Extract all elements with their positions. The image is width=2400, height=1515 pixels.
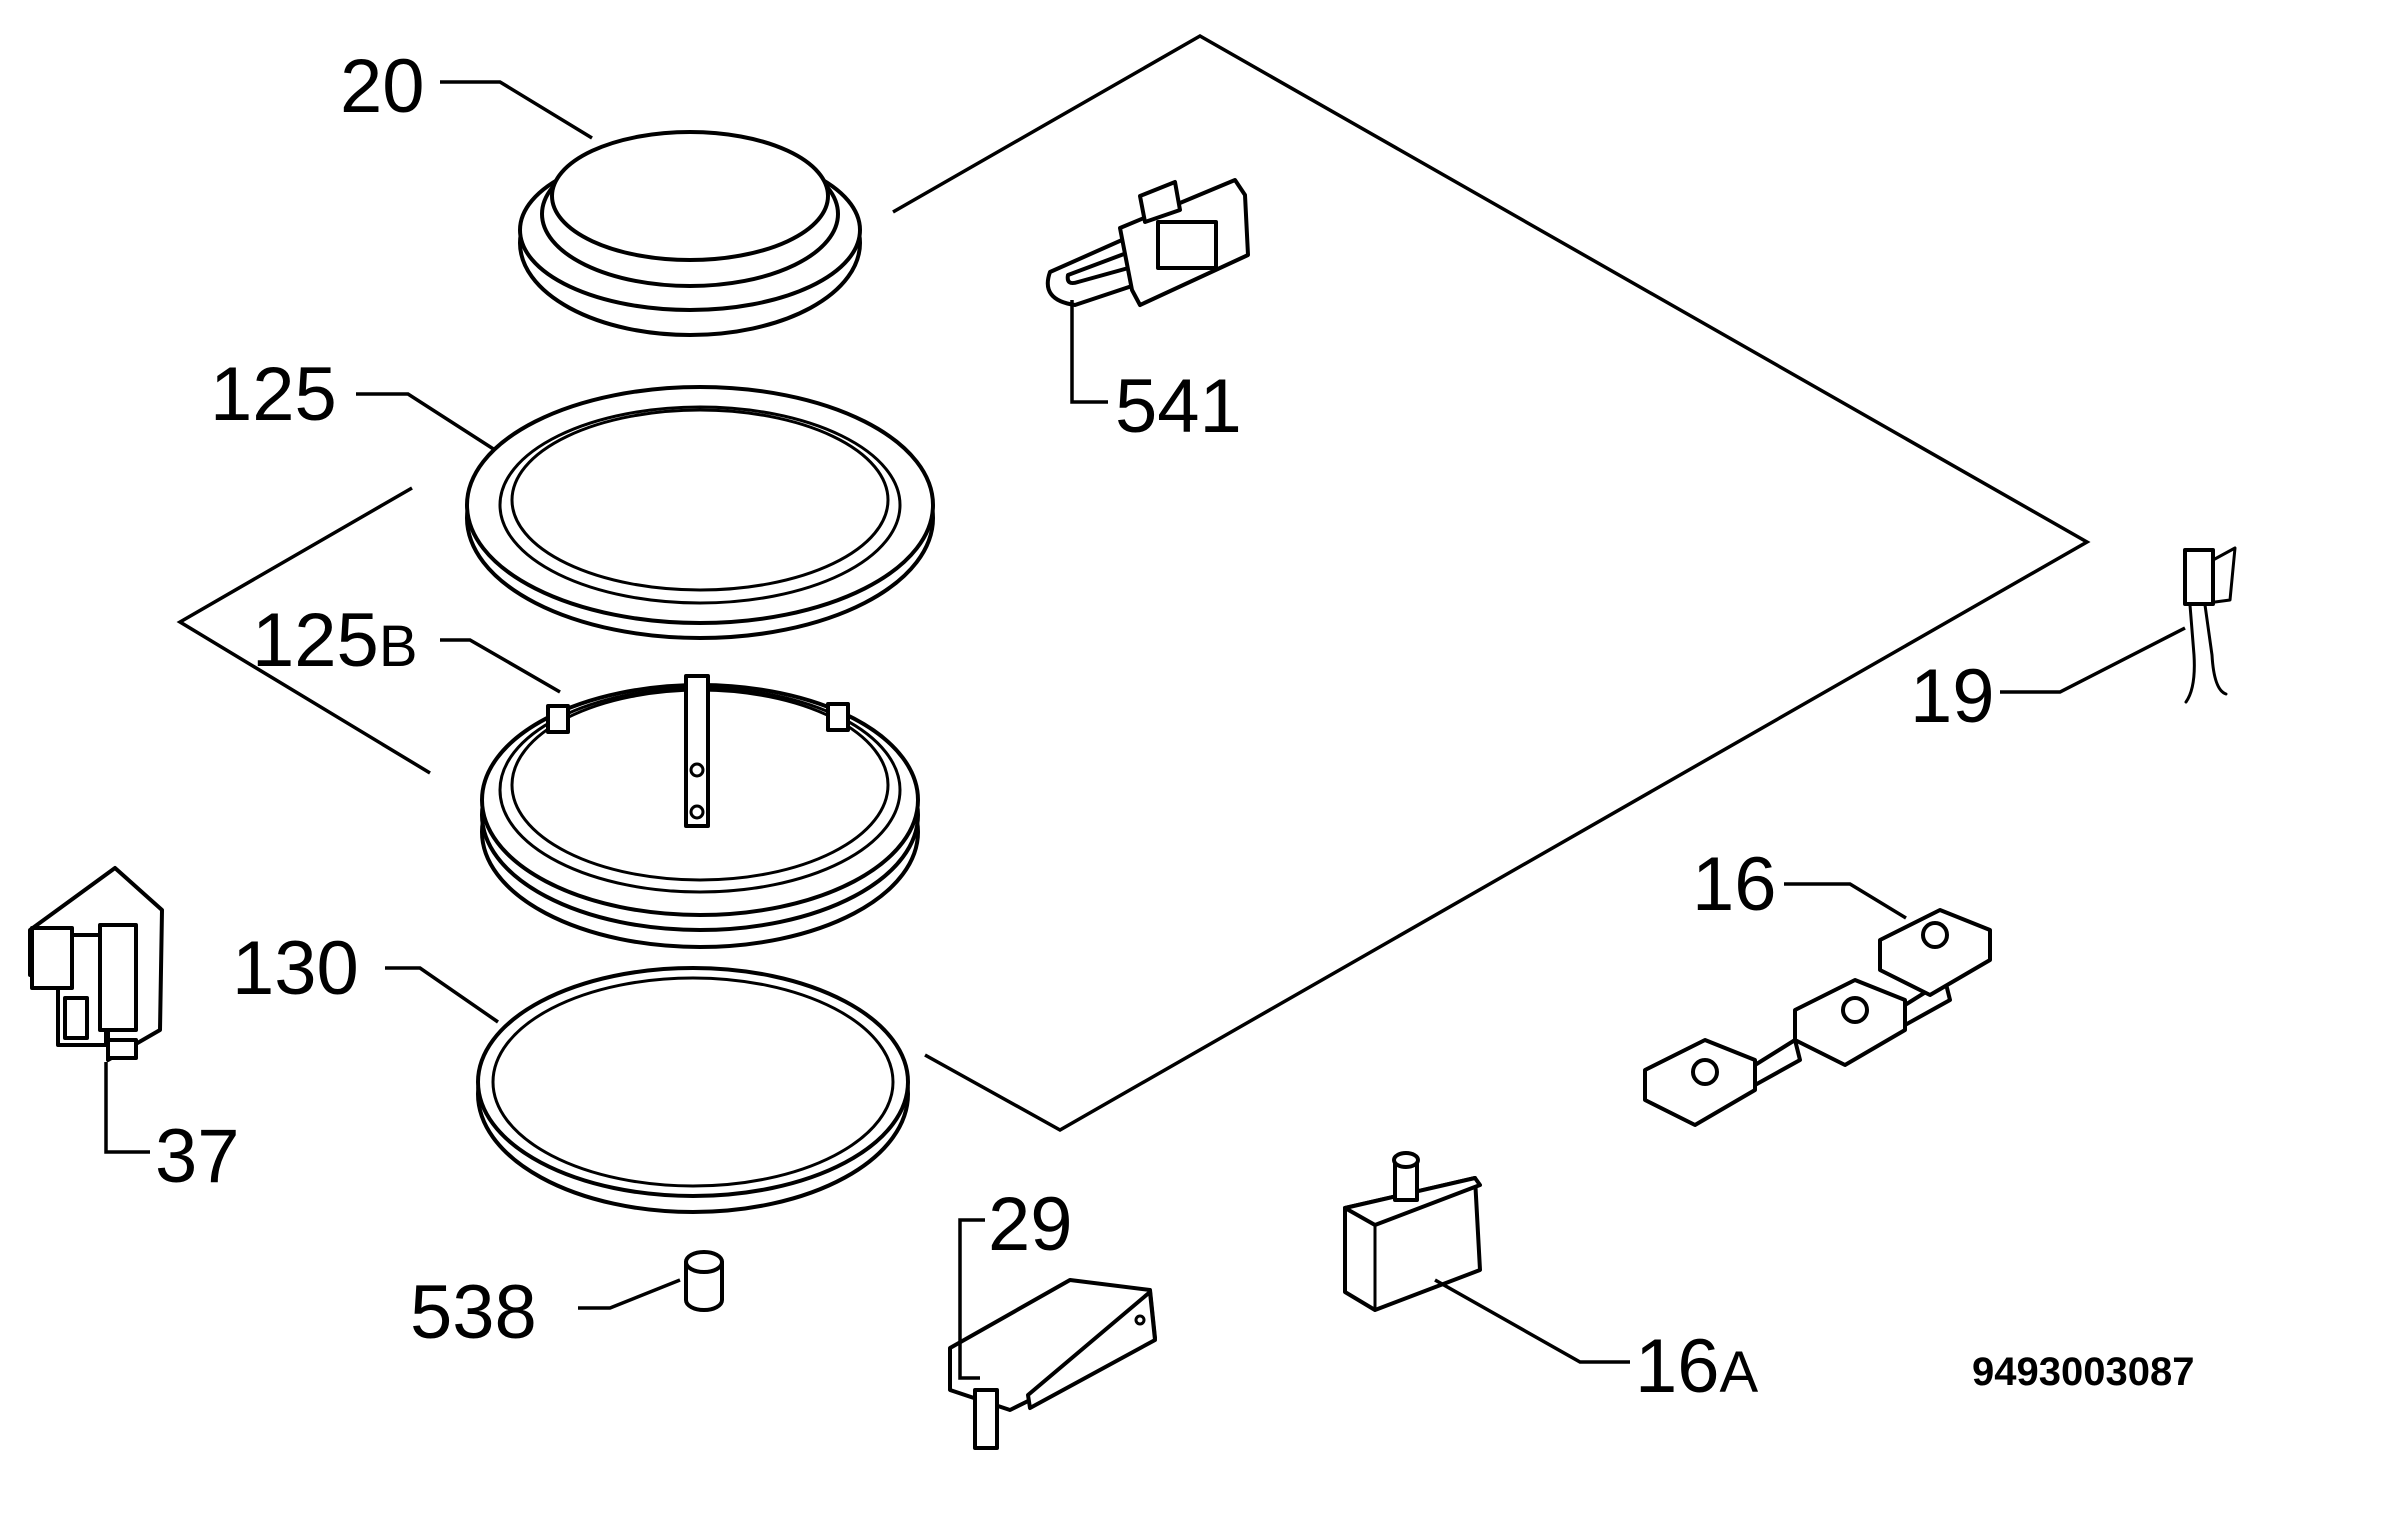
part-37-switch: [28, 866, 164, 1062]
leader-16: [1784, 882, 1907, 920]
part-20-cover: [518, 130, 862, 337]
document-number: 9493003087: [1972, 1350, 2194, 1394]
part-541-clip: [1045, 178, 1250, 307]
leader-20: [440, 80, 593, 140]
callout-16a: 16A: [1635, 1324, 1759, 1409]
leader-29: [958, 1218, 985, 1380]
leader-37: [104, 1062, 150, 1154]
callout-125b-suffix: B: [379, 614, 418, 679]
callout-16: 16: [1692, 842, 1777, 927]
callout-130: 130: [232, 926, 359, 1011]
leader-16a: [1434, 1278, 1630, 1364]
part-125b-housing: [480, 674, 920, 949]
callout-125: 125: [210, 352, 337, 437]
assembly-frame: [176, 33, 2091, 1133]
callout-20: 20: [340, 44, 425, 129]
part-538-spacer: [684, 1250, 724, 1312]
part-16a-capacitor: [1343, 1151, 1482, 1312]
callout-16a-suffix: A: [1720, 1340, 1759, 1405]
leader-19: [2000, 626, 2186, 694]
callout-37: 37: [155, 1114, 240, 1199]
leader-130: [385, 966, 499, 1024]
part-19-sensor: [2183, 546, 2237, 704]
callout-125b-number: 125: [252, 598, 379, 683]
leader-125b: [440, 638, 561, 694]
part-29-bar: [948, 1278, 1157, 1450]
part-125-ring: [465, 385, 935, 640]
leader-538: [578, 1278, 681, 1310]
leader-125: [356, 392, 496, 452]
callout-19: 19: [1910, 654, 1995, 739]
callout-541: 541: [1115, 364, 1242, 449]
callout-16a-number: 16: [1635, 1324, 1720, 1409]
callout-538: 538: [410, 1270, 537, 1355]
part-130-gasket: [476, 966, 910, 1214]
callout-125b: 125B: [252, 598, 418, 683]
part-16-terminal-block: [1643, 908, 1992, 1127]
callout-labels: 20 541 125 125B 19 16 130 37 29 538 16A …: [155, 44, 2194, 1409]
callout-29: 29: [988, 1182, 1073, 1267]
leader-lines: [104, 80, 2186, 1380]
leader-541: [1070, 300, 1108, 404]
